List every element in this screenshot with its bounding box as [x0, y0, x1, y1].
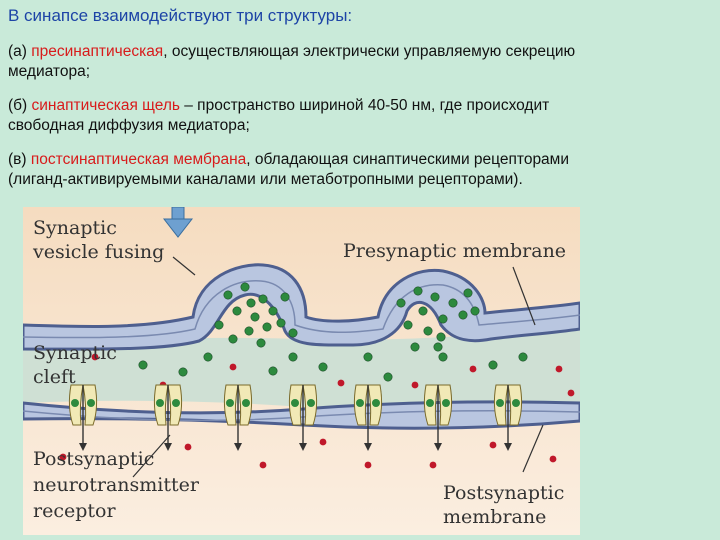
item-c-prefix: (в)	[8, 151, 31, 168]
neurotransmitter-icon	[232, 306, 242, 316]
neurotransmitter-icon	[203, 352, 213, 362]
neurotransmitter-icon	[363, 352, 373, 362]
neurotransmitter-icon	[318, 362, 328, 372]
neurotransmitter-icon	[268, 306, 278, 316]
molecule-icon	[319, 438, 327, 446]
molecule-icon	[489, 441, 497, 449]
neurotransmitter-icon	[268, 366, 278, 376]
label-vesicle-line2: vesicle fusing	[32, 241, 164, 263]
item-c-term: постсинаптическая мембрана	[30, 151, 247, 168]
molecule-icon	[411, 381, 419, 389]
neurotransmitter-icon	[470, 306, 480, 316]
neurotransmitter-icon	[214, 320, 224, 330]
receptor-icon	[153, 384, 183, 451]
neurotransmitter-icon	[396, 298, 406, 308]
label-postsyn-membrane-line1: Postsynaptic	[443, 482, 564, 504]
receptor-icon	[288, 384, 318, 451]
molecule-icon	[91, 353, 99, 361]
item-a-prefix: (а)	[8, 43, 32, 60]
neurotransmitter-icon	[228, 334, 238, 344]
molecule-icon	[429, 461, 437, 469]
neurotransmitter-icon	[280, 292, 290, 302]
molecule-icon	[555, 365, 563, 373]
label-postsyn-membrane-line2: membrane	[443, 506, 546, 528]
receptor-icon	[353, 384, 383, 451]
molecule-icon	[259, 461, 267, 469]
item-a-text: , осуществляющая электрически управляему…	[8, 43, 576, 80]
molecule-icon	[549, 455, 557, 463]
neurotransmitter-icon	[436, 332, 446, 342]
item-a-term: пресинаптическая	[31, 43, 164, 60]
pointer-presyn	[512, 266, 536, 326]
item-c: (в) постсинаптическая мембрана, обладающ…	[8, 150, 608, 190]
label-receptor-line1: Postsynaptic	[33, 448, 154, 470]
label-presynaptic-membrane: Presynaptic membrane	[343, 240, 566, 262]
neurotransmitter-icon	[288, 352, 298, 362]
down-arrow-icon	[162, 207, 194, 238]
receptor-icon	[68, 384, 98, 451]
neurotransmitters	[138, 282, 528, 382]
item-b-prefix: (б)	[8, 97, 32, 114]
neurotransmitter-icon	[413, 286, 423, 296]
item-c-text: , обладающая синаптическими рецепторами …	[8, 151, 569, 188]
molecule-icon	[364, 461, 372, 469]
presynaptic-membrane	[23, 263, 580, 351]
molecule-icon	[184, 443, 192, 451]
neurotransmitter-icon	[276, 318, 286, 328]
neurotransmitter-icon	[448, 298, 458, 308]
item-b-text: – пространство шириной 40-50 нм, где про…	[8, 97, 550, 134]
neurotransmitter-icon	[463, 288, 473, 298]
neurotransmitter-icon	[250, 312, 260, 322]
neurotransmitter-icon	[256, 338, 266, 348]
label-vesicle-line1: Synaptic	[33, 217, 117, 239]
neurotransmitter-icon	[438, 314, 448, 324]
label-receptor-line3: receptor	[33, 500, 116, 522]
molecule-icon	[229, 363, 237, 371]
molecule-icon	[469, 365, 477, 373]
item-b: (б) синаптическая щель – пространство ши…	[8, 96, 608, 136]
receptor-icon	[493, 384, 523, 451]
item-b-term: синаптическая щель	[31, 97, 180, 114]
receptor-icon	[423, 384, 453, 451]
molecule-icon	[567, 389, 575, 397]
pointer-postmem	[522, 424, 544, 473]
label-receptor-line2: neurotransmitter	[33, 474, 200, 496]
neurotransmitter-icon	[433, 342, 443, 352]
receptor-channels	[68, 384, 523, 451]
label-cleft-line1: Synaptic	[33, 342, 117, 364]
neurotransmitter-icon	[410, 342, 420, 352]
synapse-diagram: Synaptic vesicle fusing Presynaptic memb…	[23, 207, 580, 535]
neurotransmitter-icon	[403, 320, 413, 330]
neurotransmitter-icon	[488, 360, 498, 370]
molecule-icon	[337, 379, 345, 387]
item-a: (а) пресинаптическая, осуществляющая эле…	[8, 42, 608, 82]
pointer-receptor	[132, 434, 171, 478]
neurotransmitter-icon	[178, 367, 188, 377]
neurotransmitter-icon	[223, 290, 233, 300]
neurotransmitter-icon	[246, 298, 256, 308]
neurotransmitter-icon	[383, 372, 393, 382]
neurotransmitter-icon	[288, 328, 298, 338]
page-title: В синапсе взаимодействуют три структуры:	[8, 6, 353, 25]
neurotransmitter-icon	[430, 292, 440, 302]
neurotransmitter-icon	[518, 352, 528, 362]
neurotransmitter-icon	[138, 360, 148, 370]
neurotransmitter-icon	[438, 352, 448, 362]
neurotransmitter-icon	[423, 326, 433, 336]
pointer-vesicle	[172, 256, 196, 276]
neurotransmitter-icon	[240, 282, 250, 292]
neurotransmitter-icon	[458, 310, 468, 320]
neurotransmitter-icon	[418, 306, 428, 316]
neurotransmitter-icon	[244, 326, 254, 336]
molecule-icon	[59, 453, 67, 461]
neurotransmitter-icon	[258, 294, 268, 304]
neurotransmitter-icon	[262, 322, 272, 332]
receptor-icon	[223, 384, 253, 451]
label-cleft-line2: cleft	[33, 366, 76, 388]
